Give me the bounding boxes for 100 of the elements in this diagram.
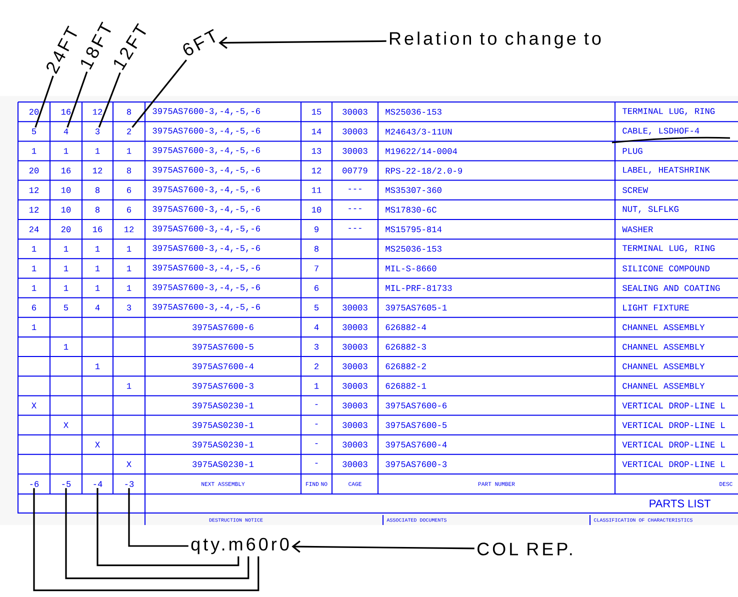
table-text: 30003	[342, 422, 368, 428]
table-text: 626882-4	[386, 324, 426, 330]
table-text: 1	[96, 246, 100, 252]
column-header: -6	[30, 481, 39, 487]
table-text: 3975AS0230-1	[192, 442, 254, 448]
table-text: 1	[64, 344, 68, 350]
table-text: 1	[64, 266, 68, 272]
table-text: 6	[32, 304, 36, 311]
table-text: X	[95, 442, 100, 448]
table-text: 12	[92, 168, 102, 174]
table-text: 16	[92, 226, 102, 232]
column-header: -5	[62, 481, 71, 487]
table-text: MIL-PRF-81733	[386, 285, 452, 291]
table-text: 30003	[342, 128, 368, 134]
table-text: 3975AS7600-4	[192, 363, 254, 370]
table-text: 8	[95, 206, 100, 213]
table-text: 1	[64, 148, 68, 154]
table-text: LIGHT FIXTURE	[623, 304, 689, 311]
table-title: PARTS LIST	[650, 500, 711, 508]
table-text: 3	[314, 344, 319, 350]
arrow	[218, 36, 386, 49]
table-text: 3975AS7600-3,-4,-5,-6	[152, 186, 260, 194]
table-text: MS25036-153	[386, 246, 442, 252]
handwritten-note: 18FT	[81, 22, 111, 70]
table-text: ---	[348, 228, 362, 229]
table-text: 4	[95, 304, 100, 310]
table-text: 1	[32, 148, 36, 154]
table-text: 1	[32, 324, 36, 330]
table-text: 3975AS7600-5	[192, 344, 254, 350]
table-text: -	[315, 443, 318, 444]
table-text: SCREW	[622, 187, 648, 194]
table-text: 10	[61, 187, 71, 194]
table-text: CHANNEL ASSEMBLY	[622, 324, 705, 330]
table-text: 1	[127, 266, 132, 272]
leader-line	[132, 59, 188, 128]
table-text: 30003	[342, 344, 368, 350]
table-text: 6	[127, 187, 132, 194]
table-text: 30003	[342, 108, 368, 115]
table-text: 1	[127, 246, 132, 252]
table-text: MS17830-6C	[386, 206, 436, 213]
table-text: 24	[29, 226, 39, 232]
leader-line	[65, 488, 250, 580]
table-text: 4	[314, 324, 319, 330]
table-text: 12	[312, 168, 322, 174]
table-text: 5	[314, 304, 319, 310]
table-text: 30003	[342, 442, 368, 448]
quantity-value: 4	[64, 128, 68, 134]
table-text: 9	[314, 226, 318, 232]
table-text: 10	[61, 206, 71, 213]
table-text: 6	[127, 206, 132, 213]
table-text: 3975AS0230-1	[192, 422, 254, 428]
table-text: 30003	[342, 461, 368, 468]
table-text: 3975AS7600-3,-4,-5,-6	[152, 304, 260, 312]
table-text: TERMINAL LUG, RING	[622, 245, 715, 252]
table-text: 20	[29, 108, 39, 115]
table-text: 3	[126, 304, 132, 311]
table-text: -	[315, 462, 318, 464]
table-text: 1	[32, 246, 36, 252]
table-text: 3975AS7600-3,-4,-5,-6	[152, 264, 260, 272]
table-text: 12	[92, 108, 102, 115]
table-text: VERTICAL DROP-LINE L	[622, 461, 725, 468]
table-text: 12	[124, 226, 134, 232]
table-text: 6	[314, 285, 319, 291]
table-text: -	[315, 404, 318, 405]
table-text: 16	[61, 168, 71, 174]
handwritten-note: Relation to change to	[390, 32, 601, 48]
table-text: 1	[64, 246, 68, 252]
table-text: 30003	[342, 363, 368, 370]
table-text: 3975AS0230-1	[192, 402, 254, 408]
table-text: 3975AS7600-3,-4,-5,-6	[152, 284, 260, 292]
table-text: 1	[96, 363, 100, 370]
table-text: 1	[96, 266, 100, 272]
table-text: 1	[314, 383, 319, 389]
table-text: CABLE, LSDHOF-4	[622, 128, 700, 136]
table-text: 30003	[342, 148, 368, 154]
quantity-value: 3	[95, 128, 100, 134]
table-text: TERMINAL LUG, RING	[622, 108, 715, 116]
table-text: 3975AS7600-3,-4,-5,-6	[152, 245, 260, 252]
table-text: 20	[29, 168, 39, 174]
table-text: 1	[32, 266, 36, 272]
table-text: CHANNEL ASSEMBLY	[622, 382, 705, 389]
table-text: 16	[61, 108, 71, 115]
table-text: 3975AS7600-3,-4,-5,-6	[152, 147, 260, 155]
table-text: SILICONE COMPOUND	[622, 265, 710, 272]
table-text: 3975AS7600-3,-4,-5,-6	[152, 108, 260, 116]
table-text: VERTICAL DROP-LINE L	[622, 402, 725, 408]
table-text: X	[32, 402, 36, 408]
table-text: M19622/14-0004	[386, 148, 457, 154]
table-text: 14	[312, 128, 322, 134]
table-text: 3975AS7600-3,-4,-5,-6	[152, 206, 260, 214]
arrow	[292, 540, 474, 553]
table-text: 3975AS7600-5	[386, 422, 447, 428]
table-text: 00779	[342, 168, 368, 174]
table-text: LABEL, HEATSHRINK	[623, 166, 710, 174]
table-text: 3975AS7600-3,-4,-5,-6	[152, 226, 260, 233]
table-text: 30003	[342, 324, 368, 330]
table-text: 1	[96, 148, 100, 154]
table-text: VERTICAL DROP-LINE L	[622, 442, 725, 448]
table-text: SEALING AND COATING	[622, 285, 720, 291]
table-text: ---	[348, 188, 362, 190]
